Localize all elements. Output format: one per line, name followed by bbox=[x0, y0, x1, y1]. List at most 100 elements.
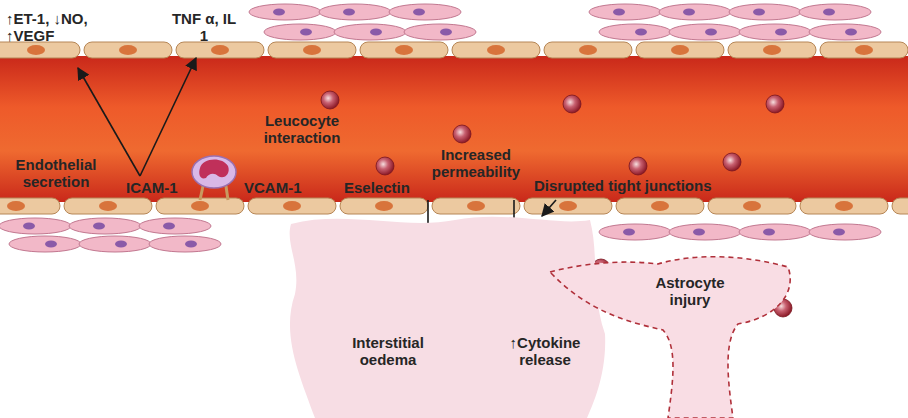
cell-nucleus bbox=[743, 201, 761, 211]
endothelial-cell bbox=[800, 198, 888, 214]
process-label: Endothelial secretion bbox=[4, 156, 108, 191]
endothelial-cell bbox=[432, 198, 520, 214]
process-label: Leucocyte interaction bbox=[252, 112, 352, 147]
smooth-muscle-cell bbox=[809, 224, 881, 240]
astrocyte-shape bbox=[550, 257, 790, 418]
cell-nucleus bbox=[613, 9, 625, 16]
smooth-muscle-cell bbox=[139, 218, 211, 234]
cell-nucleus bbox=[93, 223, 105, 230]
endothelial-cell bbox=[728, 42, 816, 58]
cell-nucleus bbox=[763, 229, 775, 236]
red-blood-cell bbox=[629, 157, 647, 175]
endothelial-cell bbox=[268, 42, 356, 58]
endothelial-cell bbox=[0, 42, 80, 58]
leucocyte-cell bbox=[192, 156, 236, 188]
smooth-muscle-cell bbox=[9, 236, 81, 252]
cell-nucleus bbox=[413, 9, 425, 16]
cell-nucleus bbox=[185, 241, 197, 248]
smooth-muscle-cell bbox=[599, 224, 671, 240]
cell-nucleus bbox=[635, 29, 647, 36]
endothelial-cells bbox=[0, 42, 908, 214]
cell-nucleus bbox=[467, 201, 485, 211]
leucocyte-nucleus bbox=[199, 159, 228, 178]
endothelial-cell bbox=[340, 198, 428, 214]
endothelial-cell bbox=[84, 42, 172, 58]
cytokines: TNF α, IL 1 bbox=[168, 10, 240, 45]
smooth-muscle-cell bbox=[659, 4, 731, 20]
cell-nucleus bbox=[23, 223, 35, 230]
smooth-muscle-cell bbox=[599, 24, 671, 40]
cell-nucleus bbox=[375, 201, 393, 211]
cell-nucleus bbox=[763, 45, 781, 55]
cell-nucleus bbox=[579, 45, 597, 55]
cell-nucleus bbox=[705, 29, 717, 36]
cell-nucleus bbox=[775, 29, 787, 36]
cell-nucleus bbox=[300, 29, 312, 36]
cell-nucleus bbox=[27, 45, 45, 55]
smooth-muscle-cell bbox=[799, 4, 871, 20]
endothelial-cell bbox=[616, 198, 704, 214]
oedema-region-outline bbox=[285, 214, 607, 418]
smooth-muscle-cell bbox=[739, 224, 811, 240]
endothelial-cell bbox=[708, 198, 796, 214]
endothelial-cell bbox=[524, 198, 612, 214]
secretion-products: ↑ET-1, ↓NO, ↑VEGF bbox=[6, 10, 118, 45]
arrow bbox=[542, 200, 556, 216]
smooth-muscle-cell bbox=[79, 236, 151, 252]
endothelial-cell bbox=[176, 42, 264, 58]
cell-nucleus bbox=[440, 29, 452, 36]
molecule-name: ICAM-1 bbox=[126, 179, 178, 196]
red-blood-cell bbox=[453, 125, 471, 143]
smooth-muscle-cell bbox=[404, 24, 476, 40]
smooth-muscle-cell bbox=[389, 4, 461, 20]
cell-nucleus bbox=[833, 229, 845, 236]
cell-nucleus bbox=[823, 9, 835, 16]
endothelial-cell bbox=[360, 42, 448, 58]
endothelial-cell bbox=[0, 198, 60, 214]
cell-nucleus bbox=[855, 45, 873, 55]
cell-nucleus bbox=[559, 201, 577, 211]
process-label: Disrupted tight junctions bbox=[534, 177, 712, 194]
cell-nucleus bbox=[303, 45, 321, 55]
cell-nucleus bbox=[753, 9, 765, 16]
smooth-muscle-cell bbox=[669, 224, 741, 240]
smooth-muscle-cell bbox=[589, 4, 661, 20]
smooth-muscle-cell bbox=[249, 4, 321, 20]
red-blood-cell bbox=[321, 91, 339, 109]
cell-nucleus bbox=[163, 223, 175, 230]
cell-nucleus bbox=[115, 241, 127, 248]
node-text: Astrocyte injury bbox=[643, 274, 737, 309]
node-text: ↑Cytokine release bbox=[491, 334, 599, 369]
process-label: Increased permeability bbox=[424, 146, 528, 181]
smooth-muscle-cell bbox=[0, 218, 71, 234]
cell-nucleus bbox=[845, 29, 857, 36]
endothelial-cell bbox=[544, 42, 632, 58]
adhesion-molecule bbox=[200, 186, 203, 200]
endothelial-cell bbox=[64, 198, 152, 214]
red-blood-cell bbox=[766, 95, 784, 113]
red-blood-cell bbox=[376, 157, 394, 175]
cell-nucleus bbox=[7, 201, 25, 211]
smooth-muscle-cell bbox=[334, 24, 406, 40]
cell-nucleus bbox=[623, 229, 635, 236]
cell-nucleus bbox=[45, 241, 57, 248]
node-text: Interstitial oedema bbox=[336, 334, 440, 369]
oedema-region-shape bbox=[290, 217, 606, 418]
astrocyte: Astrocyte injury bbox=[548, 252, 798, 418]
endothelial-cell bbox=[636, 42, 724, 58]
molecule-name: VCAM-1 bbox=[244, 179, 302, 196]
cell-nucleus bbox=[273, 9, 285, 16]
endothelial-cell bbox=[248, 198, 336, 214]
endothelial-cell bbox=[452, 42, 540, 58]
smooth-muscle-cell bbox=[149, 236, 221, 252]
smooth-muscle-cell bbox=[69, 218, 141, 234]
endothelial-cell bbox=[892, 198, 908, 214]
cell-nucleus bbox=[395, 45, 413, 55]
arrow bbox=[140, 58, 196, 176]
molecule-name: Eselectin bbox=[344, 179, 410, 196]
cell-nucleus bbox=[119, 45, 137, 55]
cell-nucleus bbox=[487, 45, 505, 55]
red-blood-cell bbox=[723, 153, 741, 171]
cell-nucleus bbox=[693, 229, 705, 236]
